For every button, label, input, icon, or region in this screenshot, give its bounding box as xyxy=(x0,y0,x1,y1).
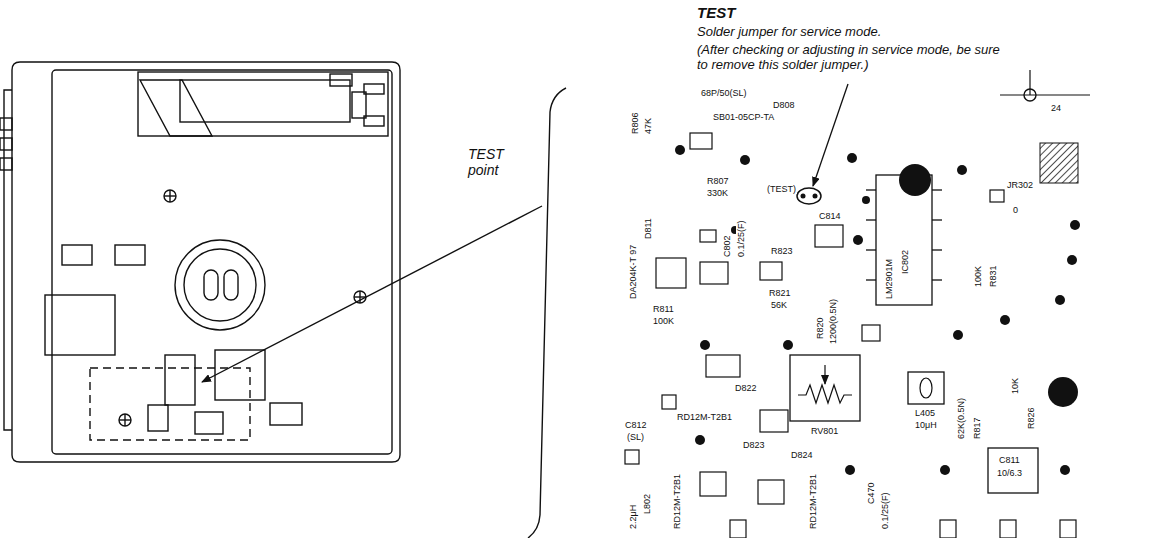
silkscreen-label: 330K xyxy=(706,188,729,198)
silkscreen-label: DA204K-T 97 xyxy=(628,244,638,300)
silkscreen-label: RD12M-T2B1 xyxy=(672,473,682,530)
silkscreen-label: 62K(0.5N) xyxy=(956,397,966,440)
silkscreen-label: R806 xyxy=(630,111,640,135)
annotation-heading: TEST xyxy=(697,4,735,21)
silkscreen-label: RD12M-T2B1 xyxy=(676,412,733,422)
housing-outline xyxy=(0,62,400,462)
silkscreen-label: R817 xyxy=(972,416,982,440)
silkscreen-label: R823 xyxy=(770,246,794,256)
silkscreen-label: D822 xyxy=(734,383,758,393)
silkscreen-label: 100K xyxy=(973,265,983,288)
silkscreen-label: R831 xyxy=(988,264,998,288)
silkscreen-label: C802 xyxy=(722,234,732,258)
silkscreen-label: 100K xyxy=(652,316,675,326)
annotation-note: Solder jumper for service mode. xyxy=(697,25,881,40)
silkscreen-label: C812 xyxy=(624,420,648,430)
silkscreen-label: 68P/50(SL) xyxy=(700,88,748,98)
silkscreen-label: R807 xyxy=(706,176,730,186)
silkscreen-label: 0.1/25(F) xyxy=(880,491,890,530)
silkscreen-label: 10K xyxy=(1010,377,1020,395)
silkscreen-label: L802 xyxy=(642,493,652,515)
silkscreen-label: LM2901M xyxy=(884,258,894,300)
bracket xyxy=(528,88,566,538)
silkscreen-label: 1200(0.5N) xyxy=(828,298,838,345)
silkscreen-label: R821 xyxy=(768,288,792,298)
silkscreen-label: C814 xyxy=(818,211,842,221)
leader-line xyxy=(813,84,848,186)
leader-line xyxy=(202,206,542,382)
silkscreen-label: C470 xyxy=(866,481,876,505)
silkscreen-label: D808 xyxy=(772,100,796,110)
silkscreen-label: L405 xyxy=(914,408,936,418)
silkscreen-label: 2.2μH xyxy=(628,504,638,530)
silkscreen-label: 0 xyxy=(1012,205,1019,215)
silkscreen-label: D824 xyxy=(790,450,814,460)
pcb-detail xyxy=(625,70,1090,538)
silkscreen-label: JR302 xyxy=(1006,180,1034,190)
silkscreen-label: 47K xyxy=(643,117,653,135)
callout-label: TEST point xyxy=(468,146,538,178)
silkscreen-label: 56K xyxy=(770,300,788,310)
silkscreen-label: (TEST) xyxy=(766,184,797,194)
silkscreen-label: C811 xyxy=(998,455,1021,465)
silkscreen-label: R826 xyxy=(1026,406,1036,430)
silkscreen-label: D823 xyxy=(742,440,766,450)
silkscreen-label: 24 xyxy=(1050,103,1062,113)
silkscreen-label: 10μH xyxy=(914,420,938,430)
silkscreen-label: IC802 xyxy=(900,249,910,275)
silkscreen-label: 10/6.3 xyxy=(996,468,1023,478)
silkscreen-label: 0.1/25(F) xyxy=(736,219,746,258)
silkscreen-label: R811 xyxy=(652,304,675,314)
silkscreen-label: SB01-05CP-TA xyxy=(712,112,775,122)
silkscreen-label: D811 xyxy=(643,217,653,240)
annotation-note: (After checking or adjusting in service … xyxy=(697,43,1012,73)
silkscreen-label: R820 xyxy=(815,316,825,340)
silkscreen-label: (SL) xyxy=(626,432,645,442)
silkscreen-label: RV801 xyxy=(810,426,839,436)
silkscreen-label: RD12M-T2B1 xyxy=(808,473,818,530)
